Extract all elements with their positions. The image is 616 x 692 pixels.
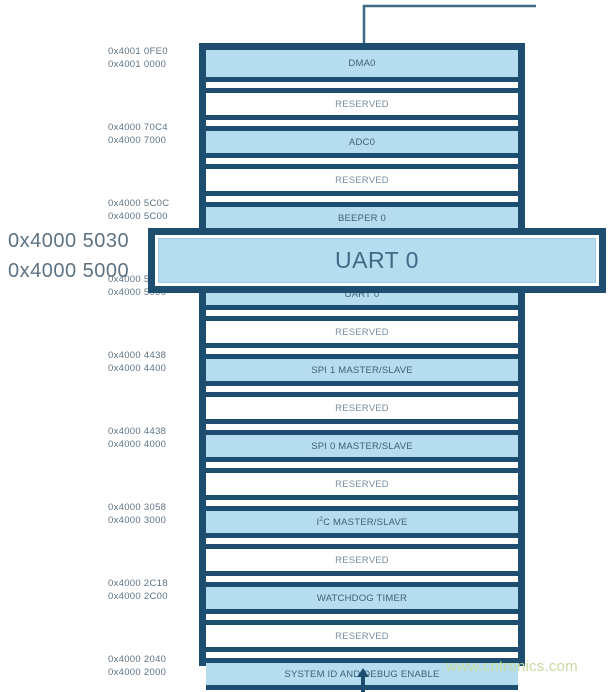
- address-high: 0x4001 0FE0: [108, 46, 168, 57]
- address-high: 0x4000 70C4: [108, 122, 168, 133]
- address-low: 0x4000 7000: [108, 135, 167, 146]
- address-low: 0x4000 5000: [108, 287, 167, 298]
- address-label-pair: 0x4000 2040 0x4000 2000: [108, 653, 194, 679]
- uart0-callout-address-high: 0x4000 5030: [8, 230, 130, 252]
- address-low: 0x4001 0000: [108, 59, 167, 70]
- memory-row-label: RESERVED: [335, 402, 389, 414]
- memory-row[interactable]: SPI 1 MASTER/SLAVE: [206, 354, 518, 386]
- memory-row[interactable]: RESERVED: [206, 316, 518, 348]
- address-high: 0x4000 5C0C: [108, 198, 170, 209]
- address-label-pair: 0x4001 0FE0 0x4001 0000: [108, 45, 194, 71]
- memory-row[interactable]: ADC0: [206, 126, 518, 158]
- memory-row-label: SPI 0 MASTER/SLAVE: [311, 440, 413, 452]
- address-label-pair: 0x4000 5030 0x4000 5000: [108, 273, 194, 299]
- memory-row-label: RESERVED: [335, 174, 389, 186]
- address-low: 0x4000 4400: [108, 363, 167, 374]
- address-high: 0x4000 2C18: [108, 578, 168, 589]
- memory-row-label: UART 0: [344, 288, 380, 300]
- uart0-callout-box[interactable]: UART 0: [148, 228, 606, 293]
- address-label-pair: 0x4000 3058 0x4000 3000: [108, 501, 194, 527]
- address-high: 0x4000 4438: [108, 426, 167, 437]
- address-low: 0x4000 5C00: [108, 211, 168, 222]
- memory-row-label: BEEPER 0: [337, 212, 387, 224]
- memory-row[interactable]: RESERVED: [206, 544, 518, 576]
- address-label-pair: 0x4000 5C0C 0x4000 5C00: [108, 197, 194, 223]
- memory-row[interactable]: DMA0: [206, 50, 518, 82]
- memory-row[interactable]: WATCHDOG TIMER: [206, 582, 518, 614]
- address-low: 0x4000 3000: [108, 515, 167, 526]
- uart0-callout-fill: UART 0: [158, 238, 596, 283]
- memory-row[interactable]: RESERVED: [206, 468, 518, 500]
- memory-row[interactable]: RESERVED: [206, 620, 518, 652]
- watermark-text: www.cntronics.com: [446, 658, 578, 675]
- top-connector-line: [362, 4, 536, 46]
- address-high: 0x4000 5030: [108, 274, 167, 285]
- memory-row-label: RESERVED: [335, 478, 389, 490]
- address-label-pair: 0x4000 4438 0x4000 4000: [108, 425, 194, 451]
- memory-row[interactable]: RESERVED: [206, 88, 518, 120]
- address-high: 0x4000 2040: [108, 654, 167, 665]
- address-label-pair: 0x4000 70C4 0x4000 7000: [108, 121, 194, 147]
- memory-row-label: SPI 1 MASTER/SLAVE: [311, 364, 413, 376]
- memory-row-label: RESERVED: [335, 326, 389, 338]
- address-label-pair: 0x4000 4438 0x4000 4400: [108, 349, 194, 375]
- bottom-arrow-icon: [357, 668, 369, 692]
- address-high: 0x4000 3058: [108, 502, 167, 513]
- memory-row-label: RESERVED: [335, 630, 389, 642]
- uart0-callout-label: UART 0: [335, 247, 419, 273]
- memory-row[interactable]: RESERVED: [206, 164, 518, 196]
- address-high: 0x4000 4438: [108, 350, 167, 361]
- memory-row-label: ADC0: [348, 136, 376, 148]
- address-low: 0x4000 4000: [108, 439, 167, 450]
- memory-row[interactable]: I2C MASTER/SLAVE: [206, 506, 518, 538]
- memory-row-label: RESERVED: [335, 554, 389, 566]
- memory-row[interactable]: RESERVED: [206, 392, 518, 424]
- uart0-callout-address-low: 0x4000 5000: [8, 260, 130, 282]
- memory-row[interactable]: SPI 0 MASTER/SLAVE: [206, 430, 518, 462]
- address-label-pair: 0x4000 2C18 0x4000 2C00: [108, 577, 194, 603]
- memory-row-label: RESERVED: [335, 98, 389, 110]
- memory-row-label: DMA0: [348, 58, 376, 69]
- uart0-callout-address-pair: 0x4000 5030 0x4000 5000: [8, 226, 129, 286]
- address-low: 0x4000 2000: [108, 667, 167, 678]
- memory-row-label: WATCHDOG TIMER: [316, 592, 408, 604]
- address-low: 0x4000 2C00: [108, 591, 168, 602]
- memory-row-label: I2C MASTER/SLAVE: [316, 515, 408, 529]
